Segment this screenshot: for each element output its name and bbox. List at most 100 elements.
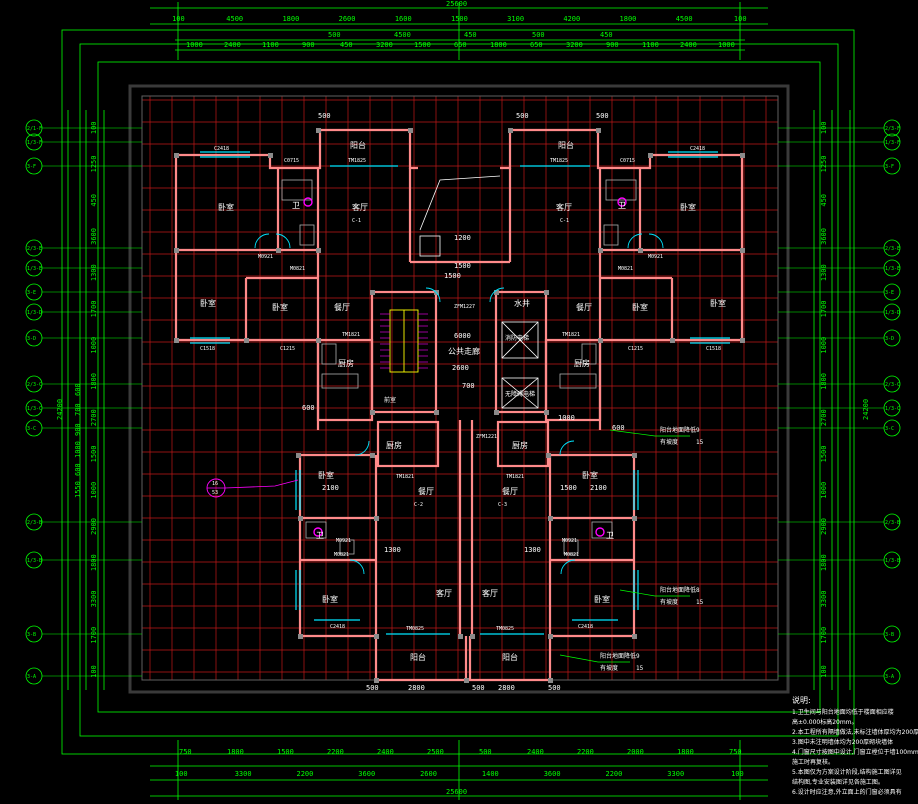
column: [296, 453, 301, 458]
tag-leader: [224, 479, 299, 489]
room-bedroom-bl: 卧室: [318, 470, 334, 480]
dim-500-tm: 500: [516, 112, 529, 120]
room-shaft: 水井: [514, 298, 530, 308]
room-stair: 前室: [384, 396, 396, 404]
code-m0921-bl: M0921: [336, 538, 351, 544]
dimension-value: 1100: [262, 41, 279, 49]
dim-600-r: 600: [612, 424, 625, 432]
room-bedroom-mr2: 卧室: [632, 302, 648, 312]
room-bedroom-bl2: 卧室: [322, 594, 338, 604]
axis-bubbles: 2/1-F1/3-F3-F2/3-E1/3-E3-E1/3-D3-D2/3-C1…: [25, 119, 901, 685]
code-c2418-bl: C2418: [330, 624, 345, 630]
column: [740, 153, 745, 158]
dim-500-bm: 500: [472, 684, 485, 692]
dimension-value: 2000: [627, 748, 644, 756]
dimension-value: 750: [179, 748, 192, 756]
dimension-value: 1700: [820, 627, 828, 644]
elevators: [419, 175, 539, 409]
code-c1-right: C-1: [560, 218, 569, 224]
axis-label: 2/3-B: [27, 520, 42, 526]
notes-line: 施工时再复核。: [792, 759, 835, 766]
dimension-value: 1300: [820, 264, 828, 281]
dimension-value: 2700: [90, 409, 98, 426]
axis-label: 1/3-D: [885, 310, 900, 316]
callout-3-sub: 有坡度: [600, 664, 618, 672]
axis-label: 1/3-E: [885, 266, 900, 272]
dimension-value: 2900: [820, 518, 828, 535]
dimension-value: 1000: [90, 482, 98, 499]
room-dining-br: 餐厅: [502, 487, 518, 496]
dim-2100-l: 2100: [322, 484, 339, 492]
callout-2-sub: 有坡度: [660, 598, 678, 606]
magenta-markers: [303, 197, 627, 537]
dimension-value: 2200: [297, 770, 314, 778]
dimension-value: 900: [606, 41, 619, 49]
code-fm1227: ZFM1227: [454, 304, 475, 310]
column: [632, 453, 637, 458]
dimension-value: 500: [328, 31, 341, 39]
dimension-value: 1700: [820, 301, 828, 318]
callout-3-num: 9: [636, 653, 640, 660]
axis-label: 1/3-F: [27, 140, 42, 146]
dimension-value: 650: [530, 41, 543, 49]
room-elevator-1: 消防电梯: [505, 334, 529, 342]
room-dining-r: 餐厅: [576, 303, 592, 312]
dimension-value: 100: [175, 770, 188, 778]
tag-number: 16: [212, 481, 218, 487]
dimension-value: 900: [74, 423, 82, 436]
column: [670, 338, 675, 343]
dimension-value: 1700: [90, 627, 98, 644]
axis-label: 3-D: [885, 336, 894, 342]
dimension-value: 1000: [186, 41, 203, 49]
dimension-value: 1800: [820, 554, 828, 571]
room-living-tl: 客厅: [352, 202, 368, 212]
callout-1-num: 9: [696, 427, 700, 434]
axis-label: 2/1-F: [27, 126, 42, 132]
room-bedroom-br2: 卧室: [594, 594, 610, 604]
room-dining-bl: 餐厅: [418, 487, 434, 496]
column: [276, 248, 281, 253]
dimension-lines: [67, 2, 851, 800]
room-kitchen-r: 厨房: [574, 358, 590, 368]
code-c2418-br: C2418: [578, 624, 593, 630]
room-kitchen-l: 厨房: [338, 358, 354, 368]
notes-title: 说明:: [792, 696, 811, 705]
dim-1300-l: 1300: [384, 546, 401, 554]
code-tm1821-br: TM1821: [506, 474, 524, 480]
code-m0821-br: M0821: [564, 552, 579, 558]
dimension-value: 450: [340, 41, 353, 49]
dimension-value: 2500: [427, 748, 444, 756]
axis-label: 3-B: [27, 632, 36, 638]
component-codes: C-1 C-1 C-2 C-3 TM1825 TM1825 TM0825 TM0…: [200, 146, 721, 632]
dimension-value: 2200: [327, 748, 344, 756]
column: [632, 634, 637, 639]
dimension-value: 600: [74, 463, 82, 476]
column: [370, 453, 375, 458]
staircase: [389, 309, 419, 373]
room-balcony-bl: 阳台: [410, 652, 426, 662]
dimension-value: 1500: [277, 748, 294, 756]
code-fm1221: ZFM1221: [476, 434, 497, 440]
dim-600-l: 600: [302, 404, 315, 412]
axis-label: 2/3-B: [885, 520, 900, 526]
room-corridor: 公共走廊: [448, 346, 480, 356]
code-c1215-l: C1215: [280, 346, 295, 352]
dimension-value: 700: [74, 403, 82, 416]
column: [244, 338, 249, 343]
code-c2418-tl: C2418: [214, 146, 229, 152]
room-kitchen-br: 厨房: [512, 440, 528, 450]
room-bedroom-br: 卧室: [582, 470, 598, 480]
dimension-value: 2400: [224, 41, 241, 49]
callouts: 阳台地面降低 有坡度 9 15 阳台地面降低 有坡度 8 15 阳台地面降低 有…: [600, 426, 704, 672]
dimension-value: 4200: [563, 15, 580, 23]
callout-1-num2: 15: [696, 439, 704, 446]
callout-1-text: 阳台地面降低: [660, 426, 696, 434]
dimension-value: 450: [90, 194, 98, 207]
dimension-value: 450: [600, 31, 613, 39]
axis-label: 1/3-C: [27, 406, 42, 412]
dimension-value: 450: [820, 194, 828, 207]
dimension-value: 100: [820, 665, 828, 678]
callout-3-text: 阳台地面降低: [600, 652, 636, 660]
dimension-value: 3600: [358, 770, 375, 778]
